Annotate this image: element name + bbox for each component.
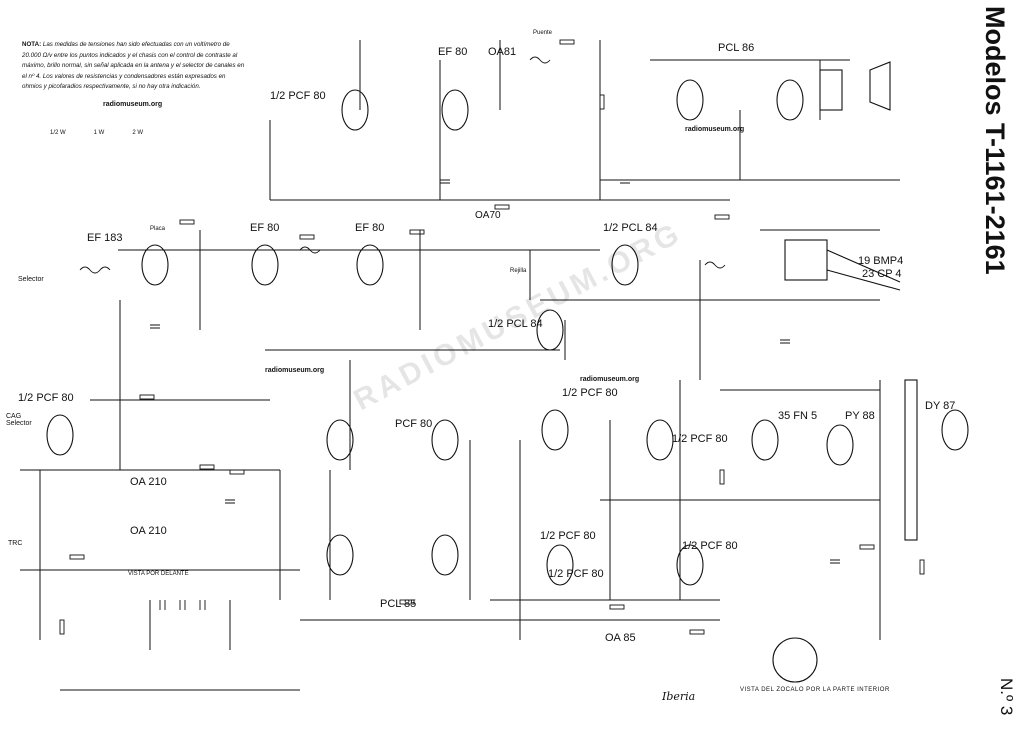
legend-one-watt: 1 W — [93, 130, 105, 136]
socket-caption: VISTA DEL ZOCALO POR LA PARTE INTERIOR — [740, 687, 890, 693]
tube-label-9: 1/2 PCL 84 — [603, 222, 658, 234]
tube-label-15: 35 FN 5 — [778, 410, 818, 422]
tube-pcf80-v11 — [431, 419, 459, 461]
tube-label-17: DY 87 — [925, 400, 956, 412]
tube-label-11: 1/2 PCF 80 — [18, 392, 74, 404]
tube-label-3: OA81 — [488, 46, 517, 58]
manufacturer-logo: Iberia — [662, 690, 696, 703]
tube-label-24: OA 85 — [605, 632, 636, 644]
tube-ef80-v2 — [251, 244, 279, 286]
tube-label-19: PCL 85 — [380, 598, 417, 610]
crt-neck — [784, 239, 828, 281]
trc-label: TRC — [8, 540, 23, 547]
socket-view — [772, 637, 818, 683]
site-label-3: radiomuseum.org — [265, 367, 325, 374]
tube-pcl86-b — [776, 79, 804, 121]
tube-pcl85 — [431, 534, 459, 576]
note-heading: NOTA: — [22, 41, 42, 48]
crt-label-1: 19 BMP4 — [858, 255, 904, 267]
tube-dy87 — [941, 409, 969, 451]
tube-label-2: EF 80 — [438, 46, 468, 58]
flyback-transformer — [904, 379, 918, 541]
tube-label-12: PCF 80 — [395, 418, 433, 430]
crt-label-2: 23 CP 4 — [862, 268, 902, 280]
tube-pcl84-v7 — [611, 244, 639, 286]
tube-label-10: 1/2 PCL 84 — [488, 318, 543, 330]
tube-label-13: 1/2 PCF 80 — [562, 387, 618, 399]
tube-label-8: OA70 — [475, 210, 501, 221]
legend-two-watt: 2 W — [132, 130, 144, 136]
note-text: Las medidas de tensiones han sido efectu… — [22, 41, 245, 91]
tube-pcf80-v16 — [676, 544, 704, 586]
tube-pcf80-v12 — [541, 409, 569, 451]
tube-label-18: 1/2 PCF 80 — [682, 540, 738, 552]
site-label-1: radiomuseum.org — [103, 101, 163, 108]
tube-label-6: EF 80 — [250, 222, 280, 234]
tube-label-20: 1/2 PCF 80 — [548, 568, 604, 580]
tube-label-4: PCL 86 — [718, 42, 755, 54]
tube-pcf80-v15 — [326, 534, 354, 576]
measurement-note: NOTA: Las medidas de tensiones han sido … — [22, 40, 247, 93]
grid-label: Rejilla — [510, 268, 527, 274]
tube-pcf80-v9 — [46, 414, 74, 456]
selector-label: Selector — [18, 276, 44, 283]
tube-label-22: OA 210 — [130, 476, 167, 488]
tube-label-7: EF 80 — [355, 222, 385, 234]
tube-pcf80-v12b — [546, 544, 574, 586]
page-number: N.º 3 — [997, 678, 1016, 716]
front-view-label: VISTA POR DELANTE — [128, 571, 189, 577]
tube-ef80-v5 — [356, 244, 384, 286]
tube-pcf80-v13 — [646, 419, 674, 461]
tube-label-16: PY 88 — [845, 410, 875, 422]
tube-pcl86 — [676, 79, 704, 121]
tube-35fn5 — [751, 419, 779, 461]
wattage-legend: 1/2 W 1 W 2 W — [50, 130, 143, 136]
tube-label-5: EF 183 — [87, 232, 123, 244]
model-title: Modelos T-1161-2161 — [980, 6, 1010, 275]
site-label-4: radiomuseum.org — [580, 376, 640, 383]
speaker-icon — [869, 61, 891, 111]
tube-label-21: 1/2 PCF 80 — [540, 530, 596, 542]
output-transformer — [819, 69, 843, 111]
tube-py88 — [826, 424, 854, 466]
tube-ef183 — [141, 244, 169, 286]
plate-label: Placa — [150, 226, 166, 232]
cag-selector-label: CAG Selector — [6, 413, 32, 427]
tube-label-23: OA 210 — [130, 525, 167, 537]
tube-pcf80-v10 — [326, 419, 354, 461]
site-label-2: radiomuseum.org — [685, 126, 745, 133]
tube-label-1: 1/2 PCF 80 — [270, 90, 326, 102]
tube-pcf80-v8 — [341, 89, 369, 131]
tube-pcl84-v6 — [536, 309, 564, 351]
tube-label-14: 1/2 PCF 80 — [672, 433, 728, 445]
legend-half-watt: 1/2 W — [50, 130, 66, 136]
tube-ef80-v4 — [441, 89, 469, 131]
bridge-label: Puente — [533, 30, 553, 36]
